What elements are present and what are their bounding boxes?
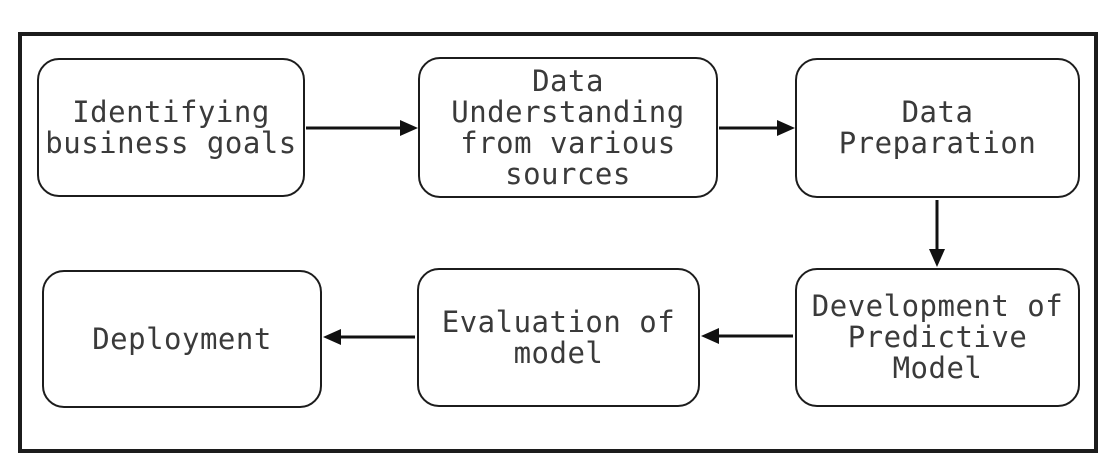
node-development-of-predictive-model: Development of Predictive Model <box>795 268 1080 407</box>
node-label-evaluation-of-model: Evaluation of model <box>441 304 676 370</box>
node-label-deployment: Deployment <box>92 321 272 356</box>
node-deployment: Deployment <box>42 270 322 408</box>
node-label-data-preparation: Data Preparation <box>838 95 1037 160</box>
node-evaluation-of-model: Evaluation of model <box>417 268 700 407</box>
node-label-identifying-business-goals: Identifying business goals <box>45 94 297 160</box>
node-identifying-business-goals: Identifying business goals <box>37 58 305 197</box>
node-data-understanding: Data Understanding from various sources <box>418 57 718 198</box>
node-label-development-of-predictive-model: Development of Predictive Model <box>811 289 1064 385</box>
diagram-outer-border <box>18 32 1098 453</box>
node-label-data-understanding: Data Understanding from various sources <box>451 63 685 191</box>
node-data-preparation: Data Preparation <box>795 58 1080 198</box>
